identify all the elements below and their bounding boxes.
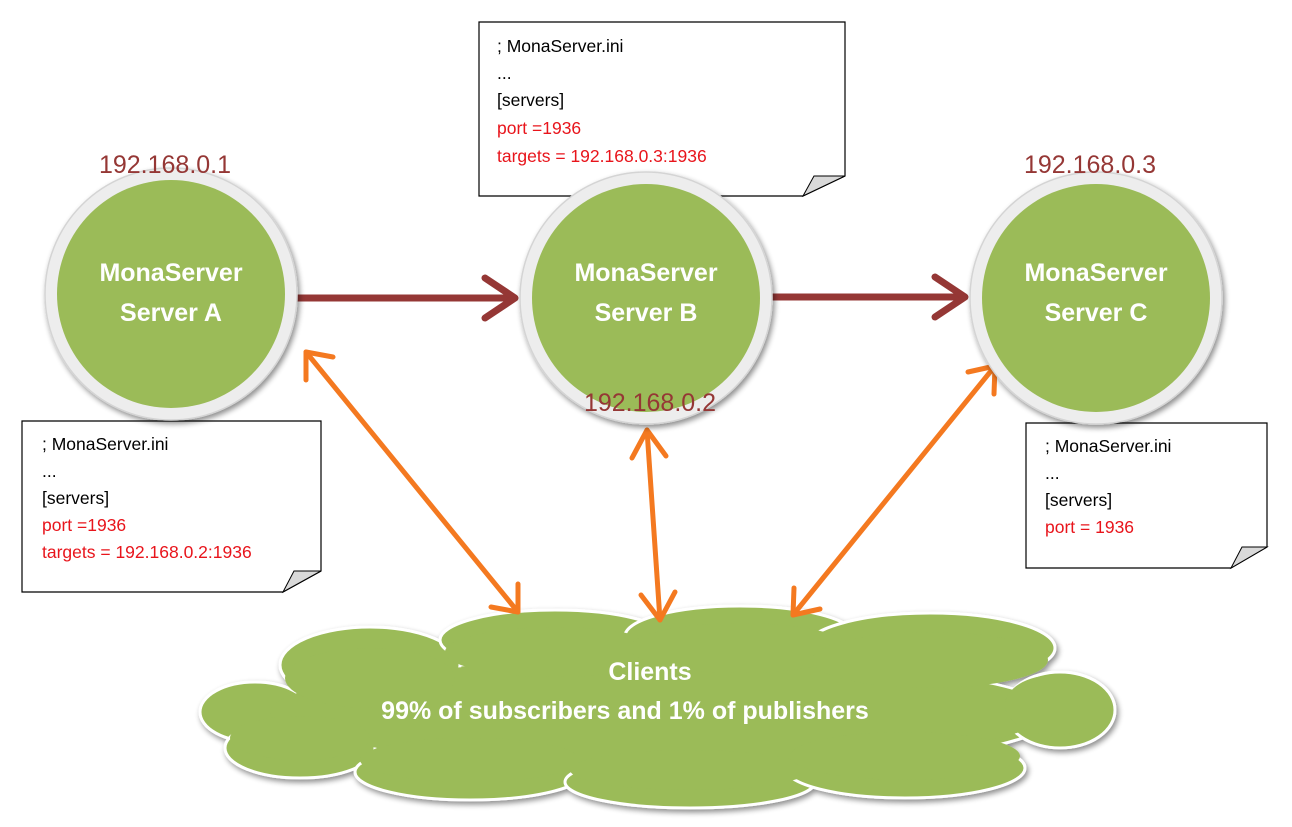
config-note-a: ; MonaServer.ini ... [servers] port =193… [21, 420, 322, 594]
note-a-line-1: ; MonaServer.ini [42, 434, 168, 454]
server-b-title: MonaServer [574, 259, 717, 287]
arrow-b-to-c [768, 273, 969, 321]
note-a-port: port =1936 [42, 515, 126, 535]
note-a-line-3: [servers] [42, 488, 109, 508]
arrow-a-to-b [293, 274, 519, 322]
server-a-ip: 192.168.0.1 [99, 151, 231, 179]
note-a-targets: targets = 192.168.0.2:1936 [42, 542, 252, 562]
server-a-title: MonaServer [99, 259, 242, 287]
note-c-port: port = 1936 [1045, 517, 1134, 537]
clients-title: Clients [608, 658, 691, 686]
note-b-line-1: ; MonaServer.ini [497, 36, 623, 56]
server-c-node [969, 171, 1223, 425]
note-b-line-3: [servers] [497, 90, 564, 110]
config-note-c: ; MonaServer.ini ... [servers] port = 19… [1025, 422, 1269, 570]
server-b-name: Server B [595, 299, 698, 327]
clients-subtitle: 99% of subscribers and 1% of publishers [381, 697, 869, 725]
note-b-port: port =1936 [497, 118, 581, 138]
server-a-name: Server A [120, 299, 222, 327]
note-c-line-3: [servers] [1045, 490, 1112, 510]
note-c-line-2: ... [1045, 463, 1060, 483]
clients-cloud [198, 604, 1117, 810]
server-b-node [519, 171, 773, 425]
arrow-b-clients [629, 427, 678, 623]
note-b-line-2: ... [497, 63, 512, 83]
note-c-line-1: ; MonaServer.ini [1045, 436, 1171, 456]
server-c-ip: 192.168.0.3 [1024, 151, 1156, 179]
arrow-c-clients [790, 363, 998, 618]
server-c-title: MonaServer [1024, 259, 1167, 287]
arrow-a-clients [303, 349, 521, 615]
server-c-name: Server C [1045, 299, 1148, 327]
server-a-node [44, 167, 298, 421]
note-a-line-2: ... [42, 461, 57, 481]
note-b-targets: targets = 192.168.0.3:1936 [497, 146, 707, 166]
server-b-ip: 192.168.0.2 [584, 389, 716, 417]
config-note-b: ; MonaServer.ini ... [servers] port =193… [478, 21, 846, 198]
